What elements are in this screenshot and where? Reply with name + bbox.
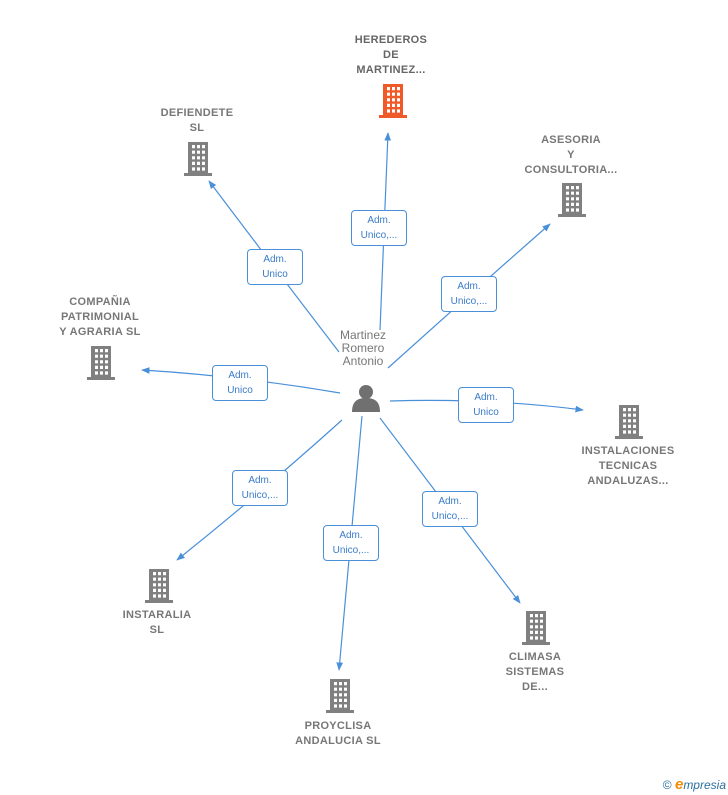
edge-label-asesoria[interactable]: Adm. Unico,... [441,276,497,312]
company-label-line: PROYCLISA [304,720,372,732]
edge-label-herederos[interactable]: Adm. Unico,... [351,210,407,246]
person-name-line: Martinez [339,328,386,342]
person-name-line: Romero [341,341,385,355]
company-label-line: ASESORIA [541,134,601,146]
company-label-proyclisa[interactable]: PROYCLISA ANDALUCIA SL [268,719,408,749]
footer-brand[interactable]: © empresia [663,776,726,793]
company-label-herederos[interactable]: HEREDEROS DE MARTINEZ... [321,33,461,78]
building-icon-instaralia[interactable] [145,569,173,603]
brand-name: mpresia [683,778,726,792]
edge-label-line: Unico,... [241,490,279,501]
edge-label-line: Adm. [474,392,498,403]
company-label-instaralia[interactable]: INSTARALIA SL [87,608,227,638]
edge-label-line: Unico,... [332,545,370,556]
edge-label-line: Unico,... [360,230,398,241]
person-name-line: Antonio [342,354,384,368]
edge-label-proyclisa[interactable]: Adm. Unico,... [323,525,379,561]
edge-label-line: Unico [227,385,253,396]
edge-label-line: Unico [262,269,288,280]
edge-label-line: Adm. [438,496,462,507]
edge-label-line: Adm. [228,370,252,381]
edge-label-line: Unico,... [450,296,488,307]
company-label-climasa[interactable]: CLIMASA SISTEMAS DE... [465,650,605,695]
building-icon-proyclisa[interactable] [326,679,354,713]
company-label-line: Y AGRARIA SL [59,326,141,338]
company-label-line: CONSULTORIA... [524,164,618,176]
company-label-asesoria[interactable]: ASESORIA Y CONSULTORIA... [501,133,641,178]
company-label-line: CLIMASA [508,651,562,663]
building-icon-asesoria[interactable] [558,183,586,217]
edge-label-compania[interactable]: Adm. Unico [212,365,268,401]
company-label-line: PATRIMONIAL [60,311,140,323]
company-label-line: SL [189,122,205,134]
company-label-line: MARTINEZ... [356,64,426,76]
building-icon-herederos[interactable] [379,84,407,118]
company-label-line: Y [567,149,575,161]
edge-label-line: Adm. [367,215,391,226]
building-icon-instalaciones[interactable] [615,405,643,439]
edge-label-line: Adm. [339,530,363,541]
building-icon-climasa[interactable] [522,611,550,645]
person-icon[interactable] [352,385,380,412]
building-icon-compania[interactable] [87,346,115,380]
company-label-compania[interactable]: COMPAÑIA PATRIMONIAL Y AGRARIA SL [30,295,170,340]
company-label-line: INSTALACIONES [581,445,675,457]
edge-label-line: Unico,... [431,511,469,522]
building-icon-defiendete[interactable] [184,142,212,176]
company-label-line: DEFIENDETE [160,107,234,119]
company-label-defiendete[interactable]: DEFIENDETE SL [127,106,267,136]
company-label-line: HEREDEROS [354,34,428,46]
edge-label-line: Adm. [457,281,481,292]
company-label-line: DE... [522,681,548,693]
company-label-line: DE [383,49,399,61]
company-label-line: ANDALUCIA SL [295,735,381,747]
company-label-instalaciones[interactable]: INSTALACIONES TECNICAS ANDALUZAS... [558,444,698,489]
company-label-line: SISTEMAS [505,666,565,678]
edge-label-instalaciones[interactable]: Adm. Unico [458,387,514,423]
company-label-line: COMPAÑIA [69,296,131,308]
edge-label-instaralia[interactable]: Adm. Unico,... [232,470,288,506]
edge-label-line: Unico [473,407,499,418]
company-label-line: ANDALUZAS... [587,475,669,487]
company-label-line: TECNICAS [598,460,658,472]
edge-label-climasa[interactable]: Adm. Unico,... [422,491,478,527]
edge-label-line: Adm. [263,254,287,265]
edge-label-line: Adm. [248,475,272,486]
copyright-symbol: © [662,778,672,792]
company-label-line: INSTARALIA [122,609,192,621]
brand-initial: e [674,776,684,793]
company-label-line: SL [149,624,165,636]
edge-label-defiendete[interactable]: Adm. Unico [247,249,303,285]
